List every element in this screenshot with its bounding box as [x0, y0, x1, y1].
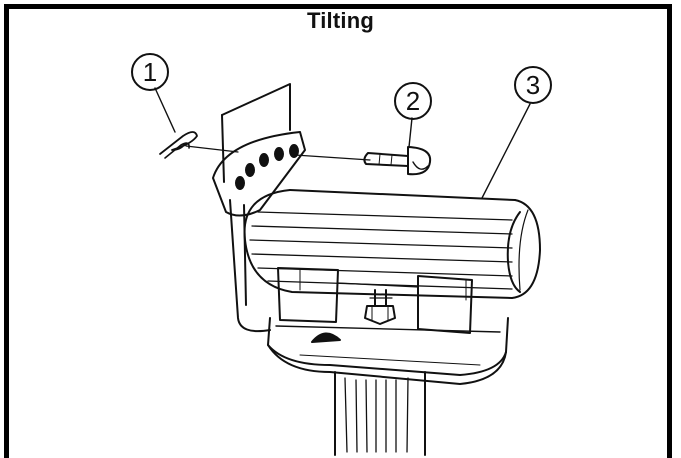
mounting-post: [334, 371, 426, 456]
tilt-pin: [294, 146, 432, 176]
tilt-bracket: [212, 83, 306, 333]
hairpin-clip: [159, 131, 239, 159]
callout-2: 2: [406, 86, 420, 116]
diagram-title: Tilting: [307, 8, 374, 33]
callout-number-1: 1: [143, 57, 157, 87]
callout-number-3: 3: [526, 70, 540, 100]
diagram-frame: [4, 4, 672, 458]
camera-housing: [243, 189, 541, 299]
callout-number-2: 2: [406, 86, 420, 116]
support-blocks: [277, 267, 473, 334]
base-plate: [267, 317, 509, 385]
center-bolt: [364, 289, 396, 325]
callout-1: 1: [143, 57, 157, 87]
callout-3: 3: [526, 70, 540, 100]
